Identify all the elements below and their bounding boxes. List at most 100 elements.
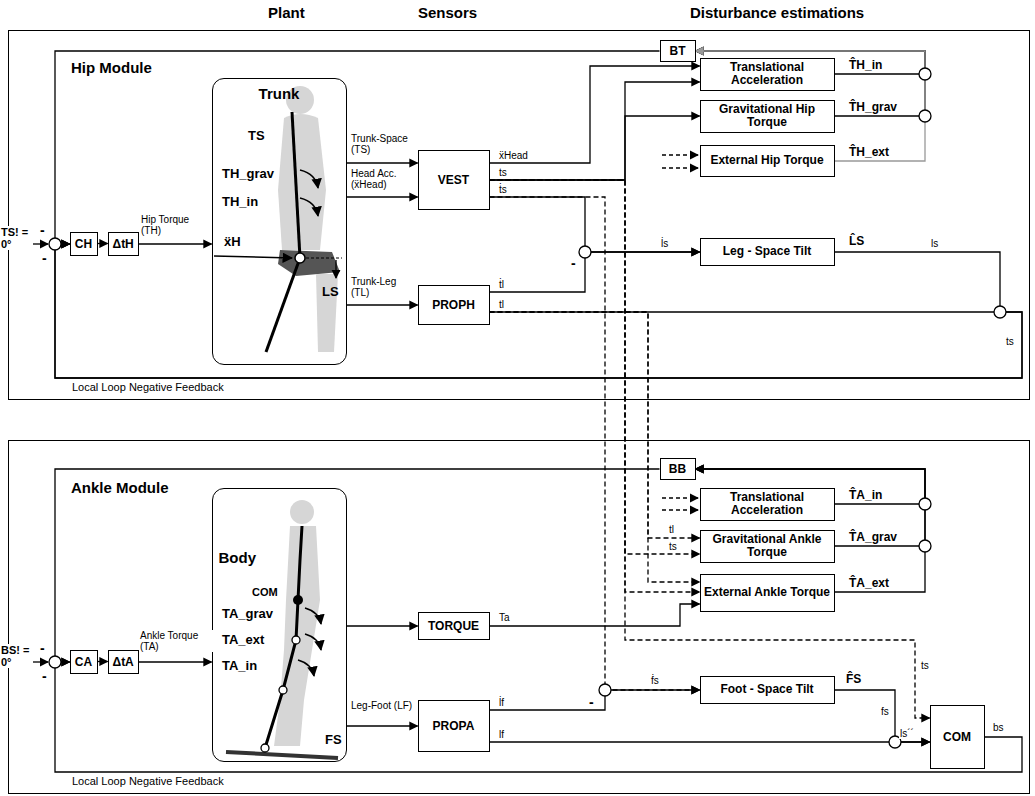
estimator-box: Translational Acceleration [700,58,835,92]
signal-connector [490,604,700,626]
box-label: External Ankle Torque [704,586,830,600]
figure-part [292,112,300,258]
signal-connector [347,725,418,726]
diagram-label: ts [1005,336,1015,347]
box-label: Foot - Space Tilt [720,683,813,697]
diagram-label: LS [322,284,339,299]
signal-label: ẍHead [498,150,529,161]
box-label: PROPA [433,719,475,733]
estimator-box: Leg - Space Tilt [700,238,835,266]
diagram-label: TS! = 0° [1,226,31,250]
signal-label: Ta [498,612,511,623]
signal-connector [55,662,1022,772]
signal-label: T̂A_ext [848,576,890,590]
block-box: PROPA [418,700,490,752]
signal-connector [347,162,418,163]
signal-connector [490,312,700,582]
signal-connector [55,244,1022,378]
figure-part [292,636,300,644]
block-box: CH [70,232,98,256]
box-label: Gravitational Hip Torque [704,103,831,131]
diagram-label: - [42,668,47,684]
box-label: External Hip Torque [710,154,823,168]
signal-label: ts [498,167,508,178]
signal-connector [490,180,700,554]
signal-connector [490,252,700,292]
box-label: Translational Acceleration [704,491,831,519]
signal-label: T̂A_in [848,488,883,502]
figure-part [994,306,1006,318]
signal-connector [490,690,700,710]
diagram-label: Local Loop Negative Feedback [70,775,226,787]
figure-part [33,661,48,662]
box-label: CA [75,655,92,669]
body-figure [226,500,338,758]
figure-part [261,744,269,752]
figure-part [266,258,300,352]
diagram-label: - [40,222,45,238]
block-box: TORQUE [418,612,490,640]
figure-part [919,68,931,80]
trunk-figure [214,86,342,352]
signal-connector [139,243,212,244]
box-label: CH [75,237,92,251]
diagram-label: - [42,250,47,266]
diagram-label: L̂S [848,234,865,248]
figure-part [662,154,698,155]
box-label: Leg - Space Tilt [723,245,811,259]
diagram-label: - [589,694,594,710]
diagram-label: TA_in [222,658,257,673]
signal-connector [139,661,212,662]
signal-label: l̇f [498,697,505,708]
signal-label: tl [668,524,675,535]
signal-label: bs [992,722,1005,733]
box-label: PROPH [432,298,475,312]
plant-box: Body [212,488,347,762]
block-box: COM [930,705,985,769]
input-arrows [33,155,698,662]
signal-connector [490,180,700,592]
box-label: Trunk [259,85,300,102]
signal-connector [490,116,700,180]
figure-part [300,198,318,216]
figure-part [293,595,303,605]
signal-label: Trunk-Space (TS) [350,133,418,155]
figure-part [919,110,931,122]
signal-connector [55,51,660,244]
figure-part [305,634,321,650]
figure-part [579,246,591,258]
figure-part [49,68,1006,748]
signal-label: ts [668,541,678,552]
signal-label: ts [920,660,930,671]
figure-part [33,243,48,244]
column-heading: Sensors [418,4,477,21]
diagram-label: TA_grav [222,606,273,621]
figure-part [214,256,292,258]
signal-connector [490,66,700,163]
signal-label: Ankle Torque (TA) [139,630,213,652]
figure-part [300,170,318,188]
box-label: TORQUE [428,619,479,633]
signal-connector [347,196,418,197]
estimator-box: External Ankle Torque [700,574,835,612]
signal-connector [835,690,930,742]
figure-part [226,752,338,758]
figure-part [49,656,61,668]
block-box: CA [70,650,98,674]
signal-connector [347,304,418,305]
box-label: BB [669,462,686,476]
figure-part [919,498,931,510]
column-heading: Plant [268,4,305,21]
figure-part [662,497,698,498]
column-heading: Disturbance estimations [690,4,864,21]
figure-part [306,258,342,259]
diagram-label: Local Loop Negative Feedback [70,381,226,393]
signal-connector [490,197,700,252]
signal-connector [98,661,108,662]
signal-label: lf [498,729,505,740]
block-box: PROPH [418,285,490,325]
signal-label: tl [498,299,505,310]
signal-connector [490,197,700,690]
